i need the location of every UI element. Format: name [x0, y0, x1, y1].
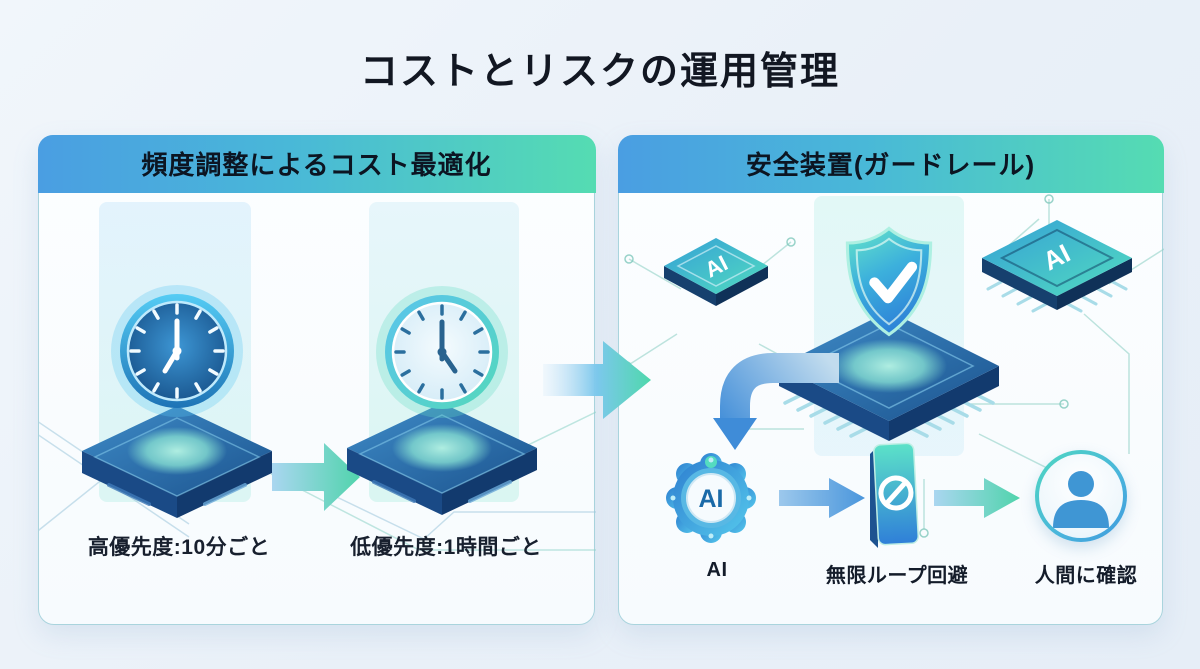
clock-high-priority-icon — [111, 285, 243, 417]
elbow-arrow-down-icon — [713, 353, 839, 450]
page-title: コストとリスクの運用管理 — [359, 51, 840, 93]
flow-label-loop-avoidance: 無限ループ回避 — [825, 565, 969, 587]
clock-low-priority-icon — [376, 286, 508, 418]
ai-chip-small-icon: AI — [664, 238, 768, 306]
flow-label-ai: AI — [706, 559, 728, 581]
human-confirm-icon — [1035, 450, 1127, 542]
arrow-right-icon — [934, 478, 1020, 518]
low-priority-label: 低優先度:1時間ごと — [350, 536, 542, 559]
ai-chip-large-icon: AI — [982, 220, 1132, 313]
loop-block-card-icon — [870, 442, 919, 548]
ai-agent-badge-icon: AI — [666, 453, 756, 543]
security-chip-icon — [779, 311, 999, 441]
right-panel-header: 安全装置(ガードレール) — [617, 134, 1164, 193]
platform-isometric — [347, 403, 537, 515]
arrow-right-icon — [272, 443, 360, 511]
right-panel-guardrails: 安全装置(ガードレール) — [617, 134, 1164, 625]
shield-check-icon — [845, 226, 933, 337]
right-panel-title: 安全装置(ガードレール) — [745, 150, 1036, 180]
high-priority-label: 高優先度:10分ごと — [87, 536, 271, 559]
platform-isometric — [82, 406, 272, 518]
panel-transition-arrow-icon — [543, 341, 651, 419]
person-silhouette — [1039, 454, 1123, 538]
left-panel-header: 頻度調整によるコスト最適化 — [37, 134, 596, 193]
ai-badge-label: AI — [699, 485, 724, 513]
arrow-right-icon — [779, 478, 865, 518]
left-panel-cost-optimization: 頻度調整によるコスト最適化 — [37, 134, 596, 625]
flow-label-human-confirm: 人間に確認 — [1034, 565, 1138, 587]
left-panel-title: 頻度調整によるコスト最適化 — [141, 150, 492, 180]
